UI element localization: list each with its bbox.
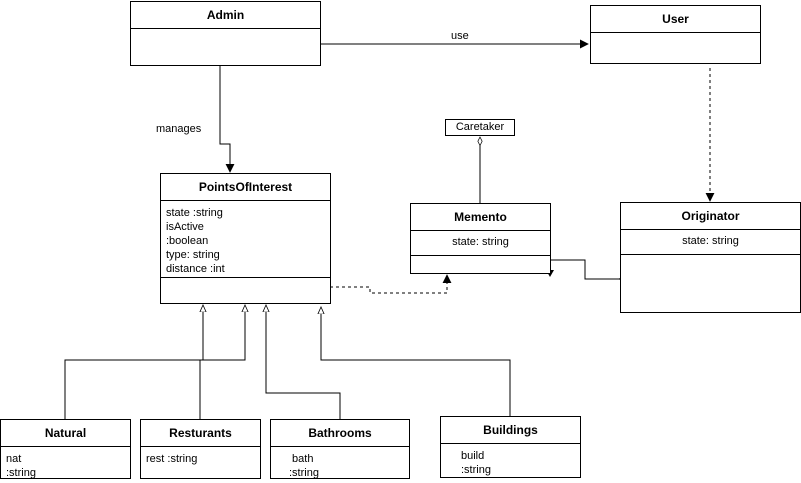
buildings-generalization [321, 307, 511, 416]
attribute: :string [289, 467, 319, 479]
class-memento[interactable]: Memento state: string [410, 203, 551, 274]
class-bathrooms-attributes: bath :string [271, 447, 409, 483]
resturants-generalization [199, 305, 245, 420]
use-label: use [451, 30, 469, 42]
class-buildings[interactable]: Buildings build :string [440, 416, 581, 478]
attribute: state :string [166, 207, 223, 219]
class-memento-name: Memento [411, 204, 550, 231]
class-user[interactable]: User [590, 5, 761, 64]
attribute: type: string [166, 249, 220, 261]
manages-association [219, 65, 235, 173]
attribute: distance :int [166, 263, 225, 275]
class-user-name: User [591, 6, 760, 33]
class-buildings-attributes: build :string [441, 444, 580, 481]
poi-memento-dependency [330, 274, 452, 294]
attribute: :boolean [166, 235, 209, 247]
attribute: state: string [682, 235, 739, 247]
class-admin-name: Admin [131, 2, 320, 29]
class-points-of-interest[interactable]: PointsOfInterest state :string isActive … [160, 173, 331, 304]
class-resturants-name: Resturants [141, 420, 260, 447]
natural-generalization [64, 305, 203, 420]
attribute: isActive [166, 221, 204, 233]
class-natural-attributes: nat :string [1, 447, 130, 483]
manages-label: manages [156, 123, 202, 135]
class-bathrooms[interactable]: Bathrooms bath :string [270, 419, 410, 479]
class-originator-attributes: state: string [621, 230, 800, 255]
class-originator[interactable]: Originator state: string [620, 202, 801, 313]
class-memento-attributes: state: string [411, 231, 550, 256]
attribute: :string [461, 464, 491, 476]
class-resturants-attributes: rest :string [141, 447, 260, 470]
class-resturants[interactable]: Resturants rest :string [140, 419, 261, 479]
class-points-of-interest-attributes: state :string isActive :boolean type: st… [161, 201, 330, 278]
class-points-of-interest-name: PointsOfInterest [161, 174, 330, 201]
attribute: build [461, 450, 485, 462]
bathrooms-generalization [266, 305, 341, 420]
attribute: nat [6, 453, 22, 465]
attribute: bath [289, 453, 314, 465]
attribute: state: string [452, 236, 509, 248]
class-bathrooms-name: Bathrooms [271, 420, 409, 447]
attribute: :string [6, 467, 36, 479]
class-originator-name: Originator [621, 203, 800, 230]
class-natural[interactable]: Natural nat :string [0, 419, 131, 479]
class-buildings-name: Buildings [441, 417, 580, 444]
attribute: rest :string [146, 453, 198, 465]
memento-originator-association [550, 259, 619, 279]
class-caretaker[interactable]: Caretaker [445, 119, 515, 136]
class-natural-name: Natural [1, 420, 130, 447]
class-admin[interactable]: Admin [130, 1, 321, 66]
